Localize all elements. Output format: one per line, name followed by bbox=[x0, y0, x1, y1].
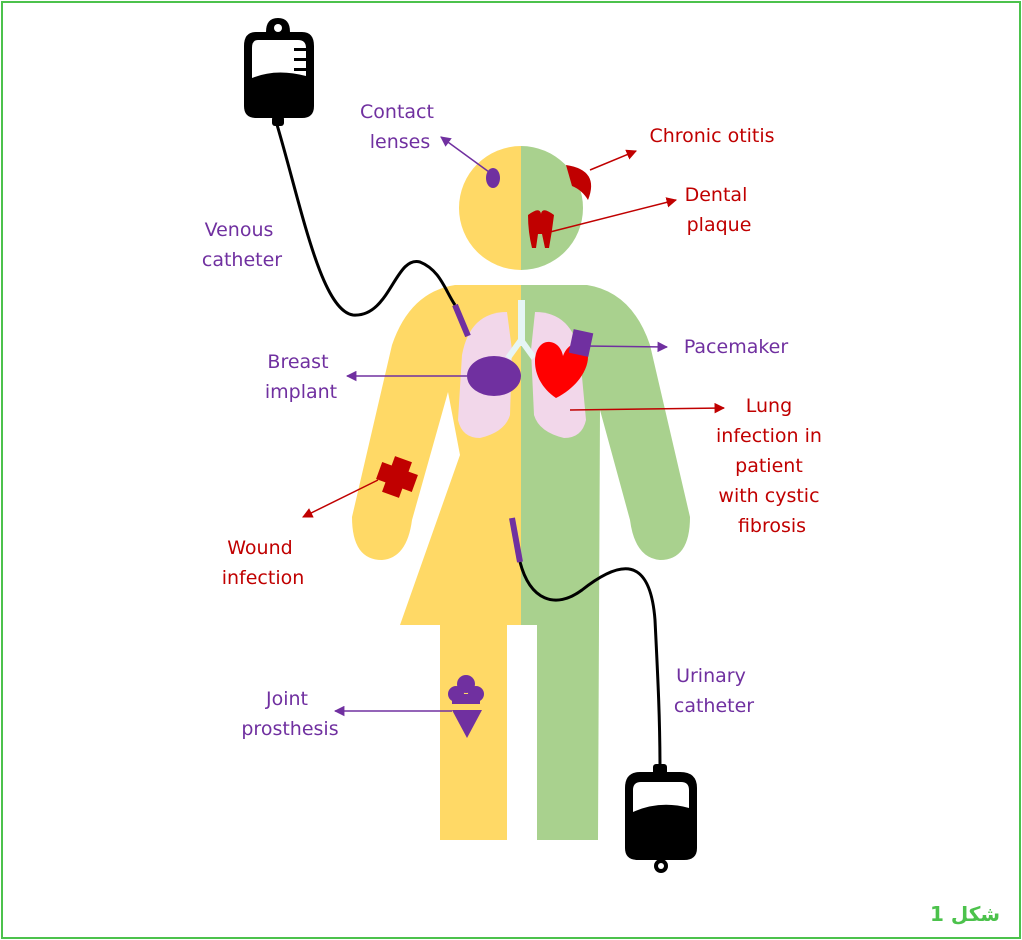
iv-bag-icon bbox=[244, 18, 314, 126]
arrow-chronic-otitis bbox=[590, 151, 636, 170]
arrow-pacemaker bbox=[585, 346, 667, 347]
urine-bag-icon bbox=[625, 764, 697, 873]
label-lung-infection: Lung infection in patient with cystic fi… bbox=[716, 395, 828, 537]
figure-caption: شكل 1 bbox=[930, 902, 1000, 926]
label-urinary-catheter: Urinary catheter bbox=[674, 665, 754, 717]
arrow-contact-lenses bbox=[441, 137, 489, 172]
label-chronic-otitis: Chronic otitis bbox=[649, 125, 774, 147]
label-joint-prosthesis: Joint prosthesis bbox=[241, 688, 338, 740]
label-wound-infection: Wound infection bbox=[222, 537, 305, 589]
label-venous-catheter: Venous catheter bbox=[202, 219, 282, 271]
breast-implant-icon bbox=[467, 356, 521, 396]
label-contact-lenses: Contact lenses bbox=[360, 101, 440, 153]
label-breast-implant: Breast implant bbox=[265, 351, 337, 403]
label-dental-plaque: Dental plaque bbox=[685, 184, 754, 236]
label-pacemaker: Pacemaker bbox=[684, 336, 789, 358]
